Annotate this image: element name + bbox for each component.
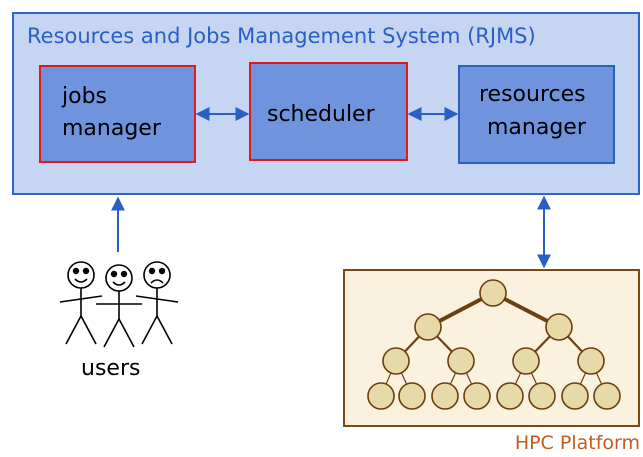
scheduler-label: scheduler xyxy=(267,102,376,127)
tree-leaf xyxy=(561,382,589,410)
tree-node xyxy=(512,347,540,375)
tree-leaf xyxy=(463,382,491,410)
jobs-manager-label-line1: jobs xyxy=(61,84,107,109)
rjms-title: Resources and Jobs Management System (RJ… xyxy=(27,24,536,48)
resources-manager-box: resources manager xyxy=(458,65,615,164)
tree-node xyxy=(414,313,442,341)
tree-node-root xyxy=(479,279,507,307)
resources-manager-label-line2: manager xyxy=(487,115,587,140)
hpc-platform-label: HPC Platform xyxy=(515,432,640,454)
jobs-manager-label-line2: manager xyxy=(62,116,162,141)
tree-node xyxy=(577,347,605,375)
tree-leaf xyxy=(367,382,395,410)
cluster-tree-icon xyxy=(367,279,621,410)
user-figure-happy-middle xyxy=(96,264,142,348)
scheduler-box: scheduler xyxy=(249,62,408,161)
jobs-manager-box: jobs manager xyxy=(39,65,196,163)
tree-leaf xyxy=(528,382,556,410)
users-icon xyxy=(59,261,179,348)
user-figure-happy-left xyxy=(59,261,103,345)
tree-node xyxy=(545,313,573,341)
tree-leaf xyxy=(593,382,621,410)
tree-leaf xyxy=(431,382,459,410)
user-figure-sad-right xyxy=(135,261,179,345)
resources-manager-label-line1: resources xyxy=(479,82,586,107)
tree-node xyxy=(447,347,475,375)
tree-leaf xyxy=(496,382,524,410)
tree-leaf xyxy=(398,382,426,410)
tree-node xyxy=(382,347,410,375)
users-label: users xyxy=(81,356,140,381)
